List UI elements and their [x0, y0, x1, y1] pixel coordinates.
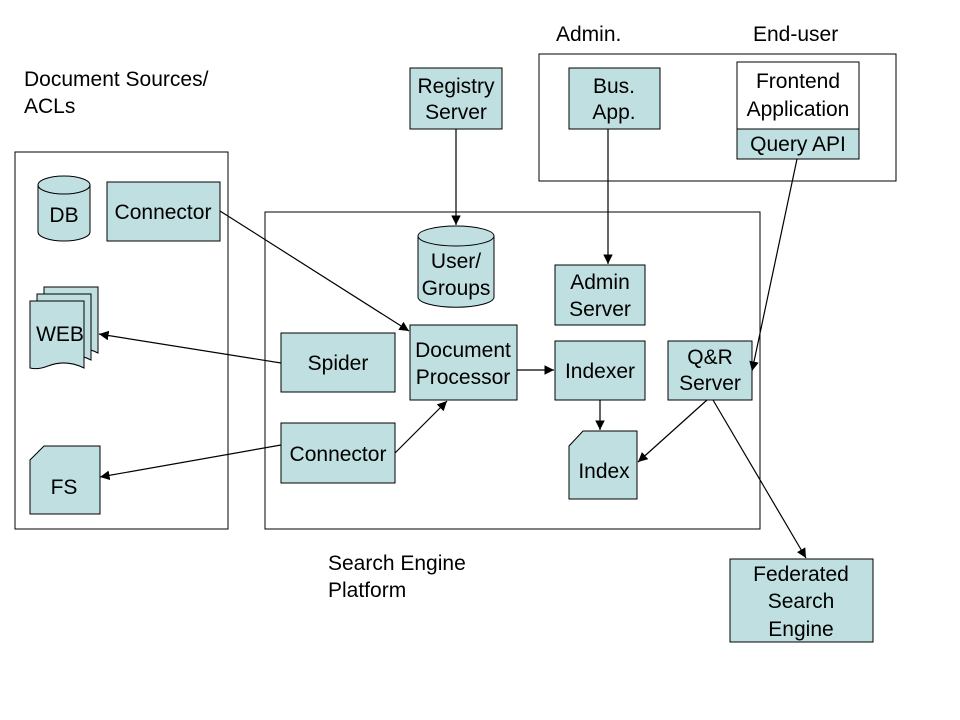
spider-node: Spider: [280, 332, 396, 393]
arrow-connector-to-fs: [99, 444, 282, 481]
admin-server-label-line1: Admin: [570, 271, 630, 294]
spider-label: Spider: [308, 352, 369, 375]
indexer-node: Indexer: [554, 340, 646, 401]
fs-node: FS: [29, 445, 101, 515]
search-engine-platform-group: [264, 211, 761, 530]
frontend-application-label-line1: Frontend: [756, 70, 840, 93]
registry-server-node: Registry Server: [409, 67, 503, 130]
bus-app-node: Bus. App.: [568, 67, 661, 130]
federated-search-engine-label-line3: Engine: [768, 618, 833, 641]
registry-server-label-line1: Registry: [417, 75, 495, 98]
source-connector-label: Connector: [115, 201, 212, 224]
web-node: WEB: [29, 286, 99, 370]
qr-server-label-line1: Q&R: [687, 346, 733, 369]
query-api-label: Query API: [750, 133, 846, 156]
document-sources-group: [14, 151, 229, 530]
query-api-node: Query API: [736, 128, 860, 160]
arrow-qrserver-to-index: [637, 399, 708, 463]
arrow-spider-to-web: [98, 330, 282, 364]
indexer-label: Indexer: [565, 360, 635, 383]
arrow-queryapi-to-qrserver: [749, 158, 798, 372]
arrow-connector-to-docprocessor: [219, 210, 410, 332]
qr-server-label-line2: Server: [679, 372, 741, 395]
platform-label-line1: Search Engine: [328, 552, 466, 575]
user-groups-node: User/ Groups: [417, 225, 495, 308]
bus-app-label-line2: App.: [592, 101, 635, 124]
bus-app-label-line1: Bus.: [593, 75, 635, 98]
frontend-application-label-line2: Application: [747, 98, 850, 121]
admin-header-label: Admin.: [556, 23, 621, 46]
federated-search-engine-node: Federated Search Engine: [729, 558, 874, 643]
federated-search-engine-label-line1: Federated: [753, 563, 849, 586]
db-node: DB: [37, 175, 91, 242]
platform-label-line2: Platform: [328, 579, 406, 602]
platform-connector-node: Connector: [280, 422, 396, 484]
fs-label: FS: [51, 476, 78, 499]
index-label: Index: [578, 460, 630, 483]
frontend-application-node: Frontend Application: [736, 61, 860, 130]
web-label: WEB: [36, 323, 84, 346]
platform-connector-label: Connector: [290, 443, 387, 466]
admin-server-label-line2: Server: [569, 298, 631, 321]
enduser-admin-group: [538, 53, 897, 182]
user-groups-label-line1: User/: [431, 250, 481, 273]
index-node: Index: [568, 430, 638, 500]
federated-search-engine-label-line2: Search: [768, 590, 835, 613]
document-sources-label-line1: Document Sources/: [24, 68, 209, 91]
document-processor-label-line1: Document: [415, 339, 511, 362]
registry-server-label-line2: Server: [425, 101, 487, 124]
document-processor-node: Document Processor: [409, 324, 518, 401]
user-groups-label-line2: Groups: [422, 277, 491, 300]
enduser-header-label: End-user: [753, 23, 838, 46]
arrow-qrserver-to-federated: [712, 399, 807, 559]
admin-server-node: Admin Server: [554, 264, 646, 326]
arrow-connector-to-docprocessor-2: [394, 400, 448, 454]
qr-server-node: Q&R Server: [667, 340, 753, 401]
document-sources-label-line2: ACLs: [24, 95, 75, 118]
source-connector-node: Connector: [106, 181, 221, 242]
document-processor-label-line2: Processor: [416, 366, 511, 389]
db-label: DB: [49, 204, 78, 227]
